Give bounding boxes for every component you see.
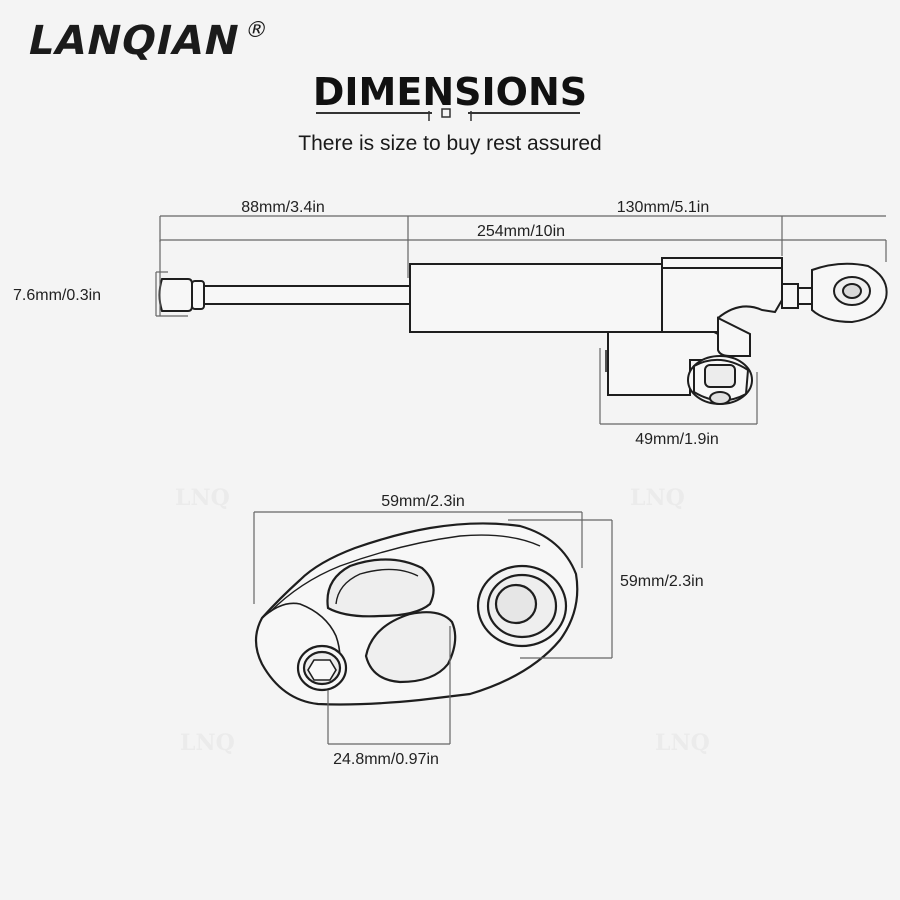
svg-text:LNQ: LNQ bbox=[630, 485, 685, 511]
total-length-label: 254mm/10in bbox=[477, 223, 565, 240]
clamp-width-label: 59mm/2.3in bbox=[381, 493, 465, 510]
background-watermark: LNQ LNQ LNQ LNQ bbox=[175, 485, 710, 756]
title-underline bbox=[316, 108, 580, 121]
svg-text:LNQ: LNQ bbox=[180, 730, 235, 756]
steering-damper bbox=[158, 257, 888, 405]
page-title: DIMENSIONS bbox=[312, 70, 588, 114]
mounting-clamp bbox=[254, 522, 579, 706]
body-length-label: 130mm/5.1in bbox=[617, 199, 710, 216]
clamp-height-label: 59mm/2.3in bbox=[620, 573, 704, 590]
clamp-dimension-lines bbox=[253, 511, 613, 745]
rod-diameter-label: 7.6mm/0.3in bbox=[13, 287, 101, 304]
rod-length-label: 88mm/3.4in bbox=[241, 199, 325, 216]
damper-dimension-lines bbox=[155, 215, 887, 425]
svg-text:LNQ: LNQ bbox=[175, 485, 230, 511]
page-subtitle: There is size to buy rest assured bbox=[298, 132, 602, 155]
bracket-width-label: 49mm/1.9in bbox=[635, 431, 719, 448]
svg-text:LNQ: LNQ bbox=[655, 730, 710, 756]
clamp-bore-label: 24.8mm/0.97in bbox=[333, 751, 439, 768]
